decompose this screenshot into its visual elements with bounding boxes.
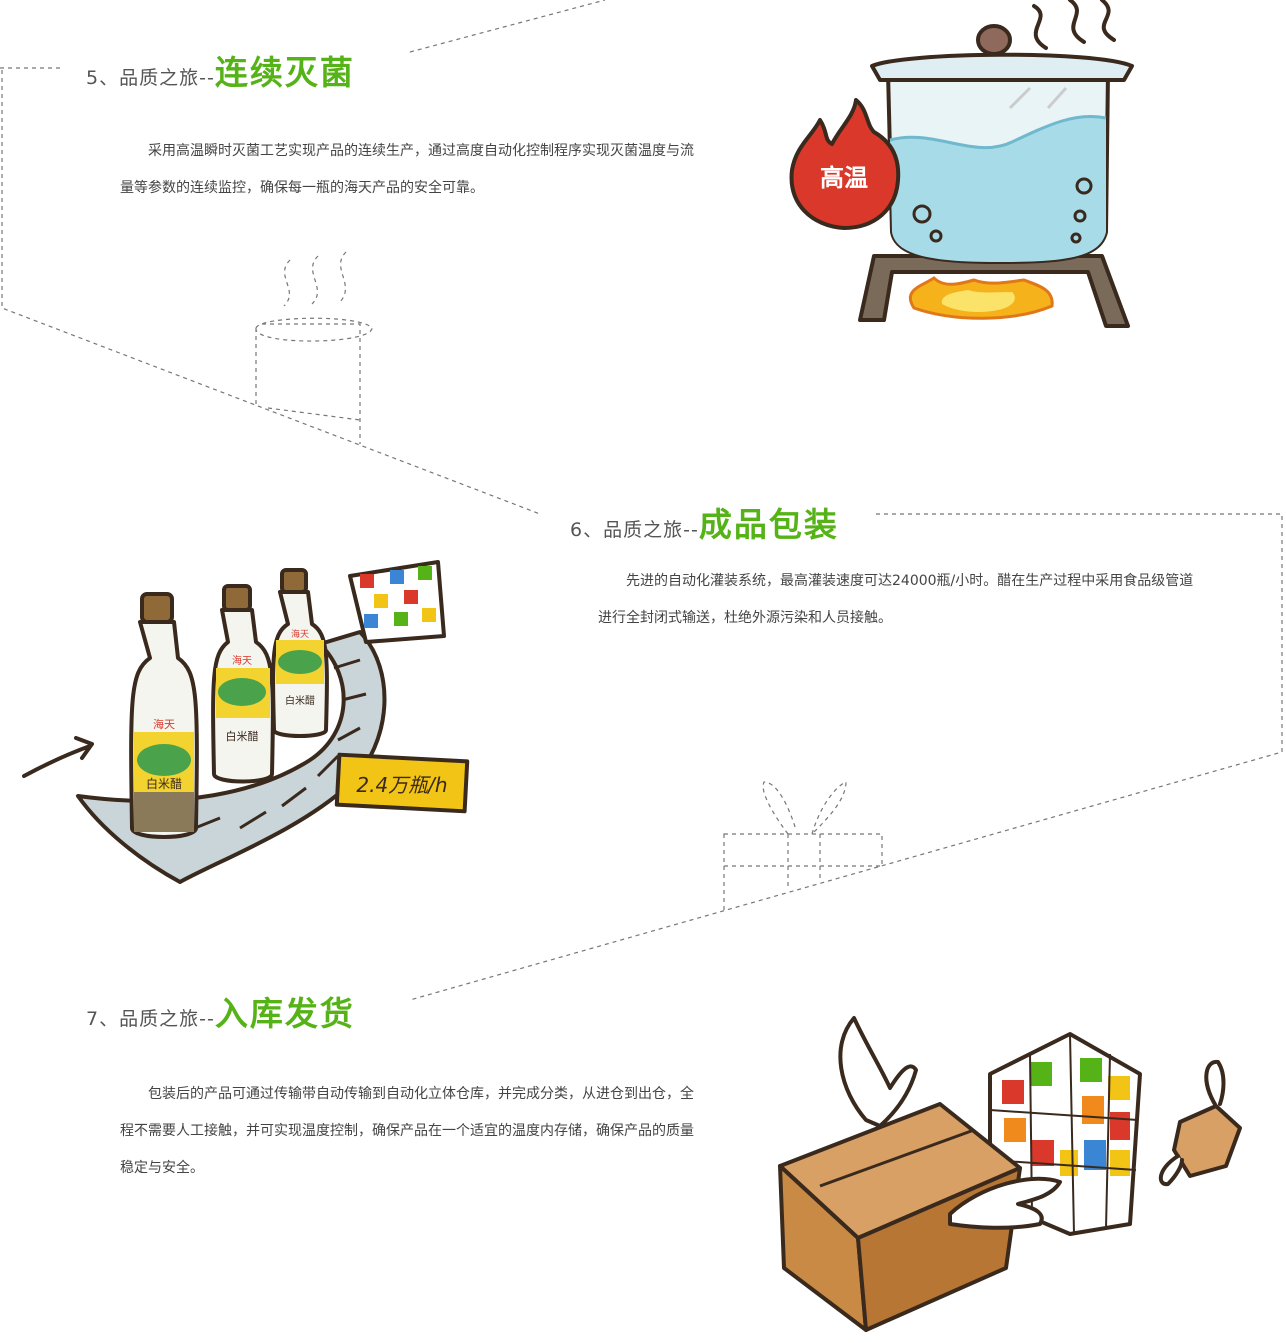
section-title-warehouse: 7、品质之旅-- 入库发货 <box>86 987 355 1035</box>
filling-speed-label: 2.4万瓶/h <box>356 773 447 797</box>
flying-box-warehouse-illustration <box>778 1016 1242 1332</box>
section-body-warehouse: 包装后的产品可通过传输带自动传输到自动化立体仓库，并完成分类，从进仓到出仓，全程… <box>120 1086 694 1176</box>
section-prefix: 7、品质之旅-- <box>86 1008 215 1030</box>
section-title-packaging: 6、品质之旅-- 成品包装 <box>570 498 839 546</box>
bottle-brand: 海天 <box>232 654 252 667</box>
bottle-brand: 海天 <box>153 717 175 731</box>
vinegar-bottle: 海天 白米醋 <box>129 592 199 839</box>
section-body-packaging: 先进的自动化灌装系统，最高灌装速度可达24000瓶/小时。醋在生产过程中采用食品… <box>598 573 1194 626</box>
section-body-sterilization: 采用高温瞬时灭菌工艺实现产品的连续生产，通过高度自动化控制程序实现灭菌温度与流量… <box>120 143 694 196</box>
section-highlight: 连续灭菌 <box>214 53 355 92</box>
bottle-product: 白米醋 <box>285 694 315 707</box>
vinegar-bottle: 海天 白米醋 <box>211 584 275 784</box>
bottle-conveyor-illustration: 2.4万瓶/h 海天 白米醋 海天 白米醋 海天 白米醋 <box>22 560 470 884</box>
section-title-sterilization: 5、品质之旅-- 连续灭菌 <box>86 46 355 94</box>
bottle-brand: 海天 <box>291 628 309 640</box>
bottle-product: 白米醋 <box>146 776 182 791</box>
vinegar-bottle: 海天 白米醋 <box>271 568 329 738</box>
section-highlight: 入库发货 <box>214 994 355 1033</box>
bottle-product: 白米醋 <box>226 729 259 743</box>
section-prefix: 5、品质之旅-- <box>86 67 215 89</box>
section-highlight: 成品包装 <box>698 505 839 544</box>
section-prefix: 6、品质之旅-- <box>570 519 699 541</box>
boiling-pot-illustration: 高温 <box>789 0 1134 328</box>
high-temp-badge: 高温 <box>820 164 868 192</box>
